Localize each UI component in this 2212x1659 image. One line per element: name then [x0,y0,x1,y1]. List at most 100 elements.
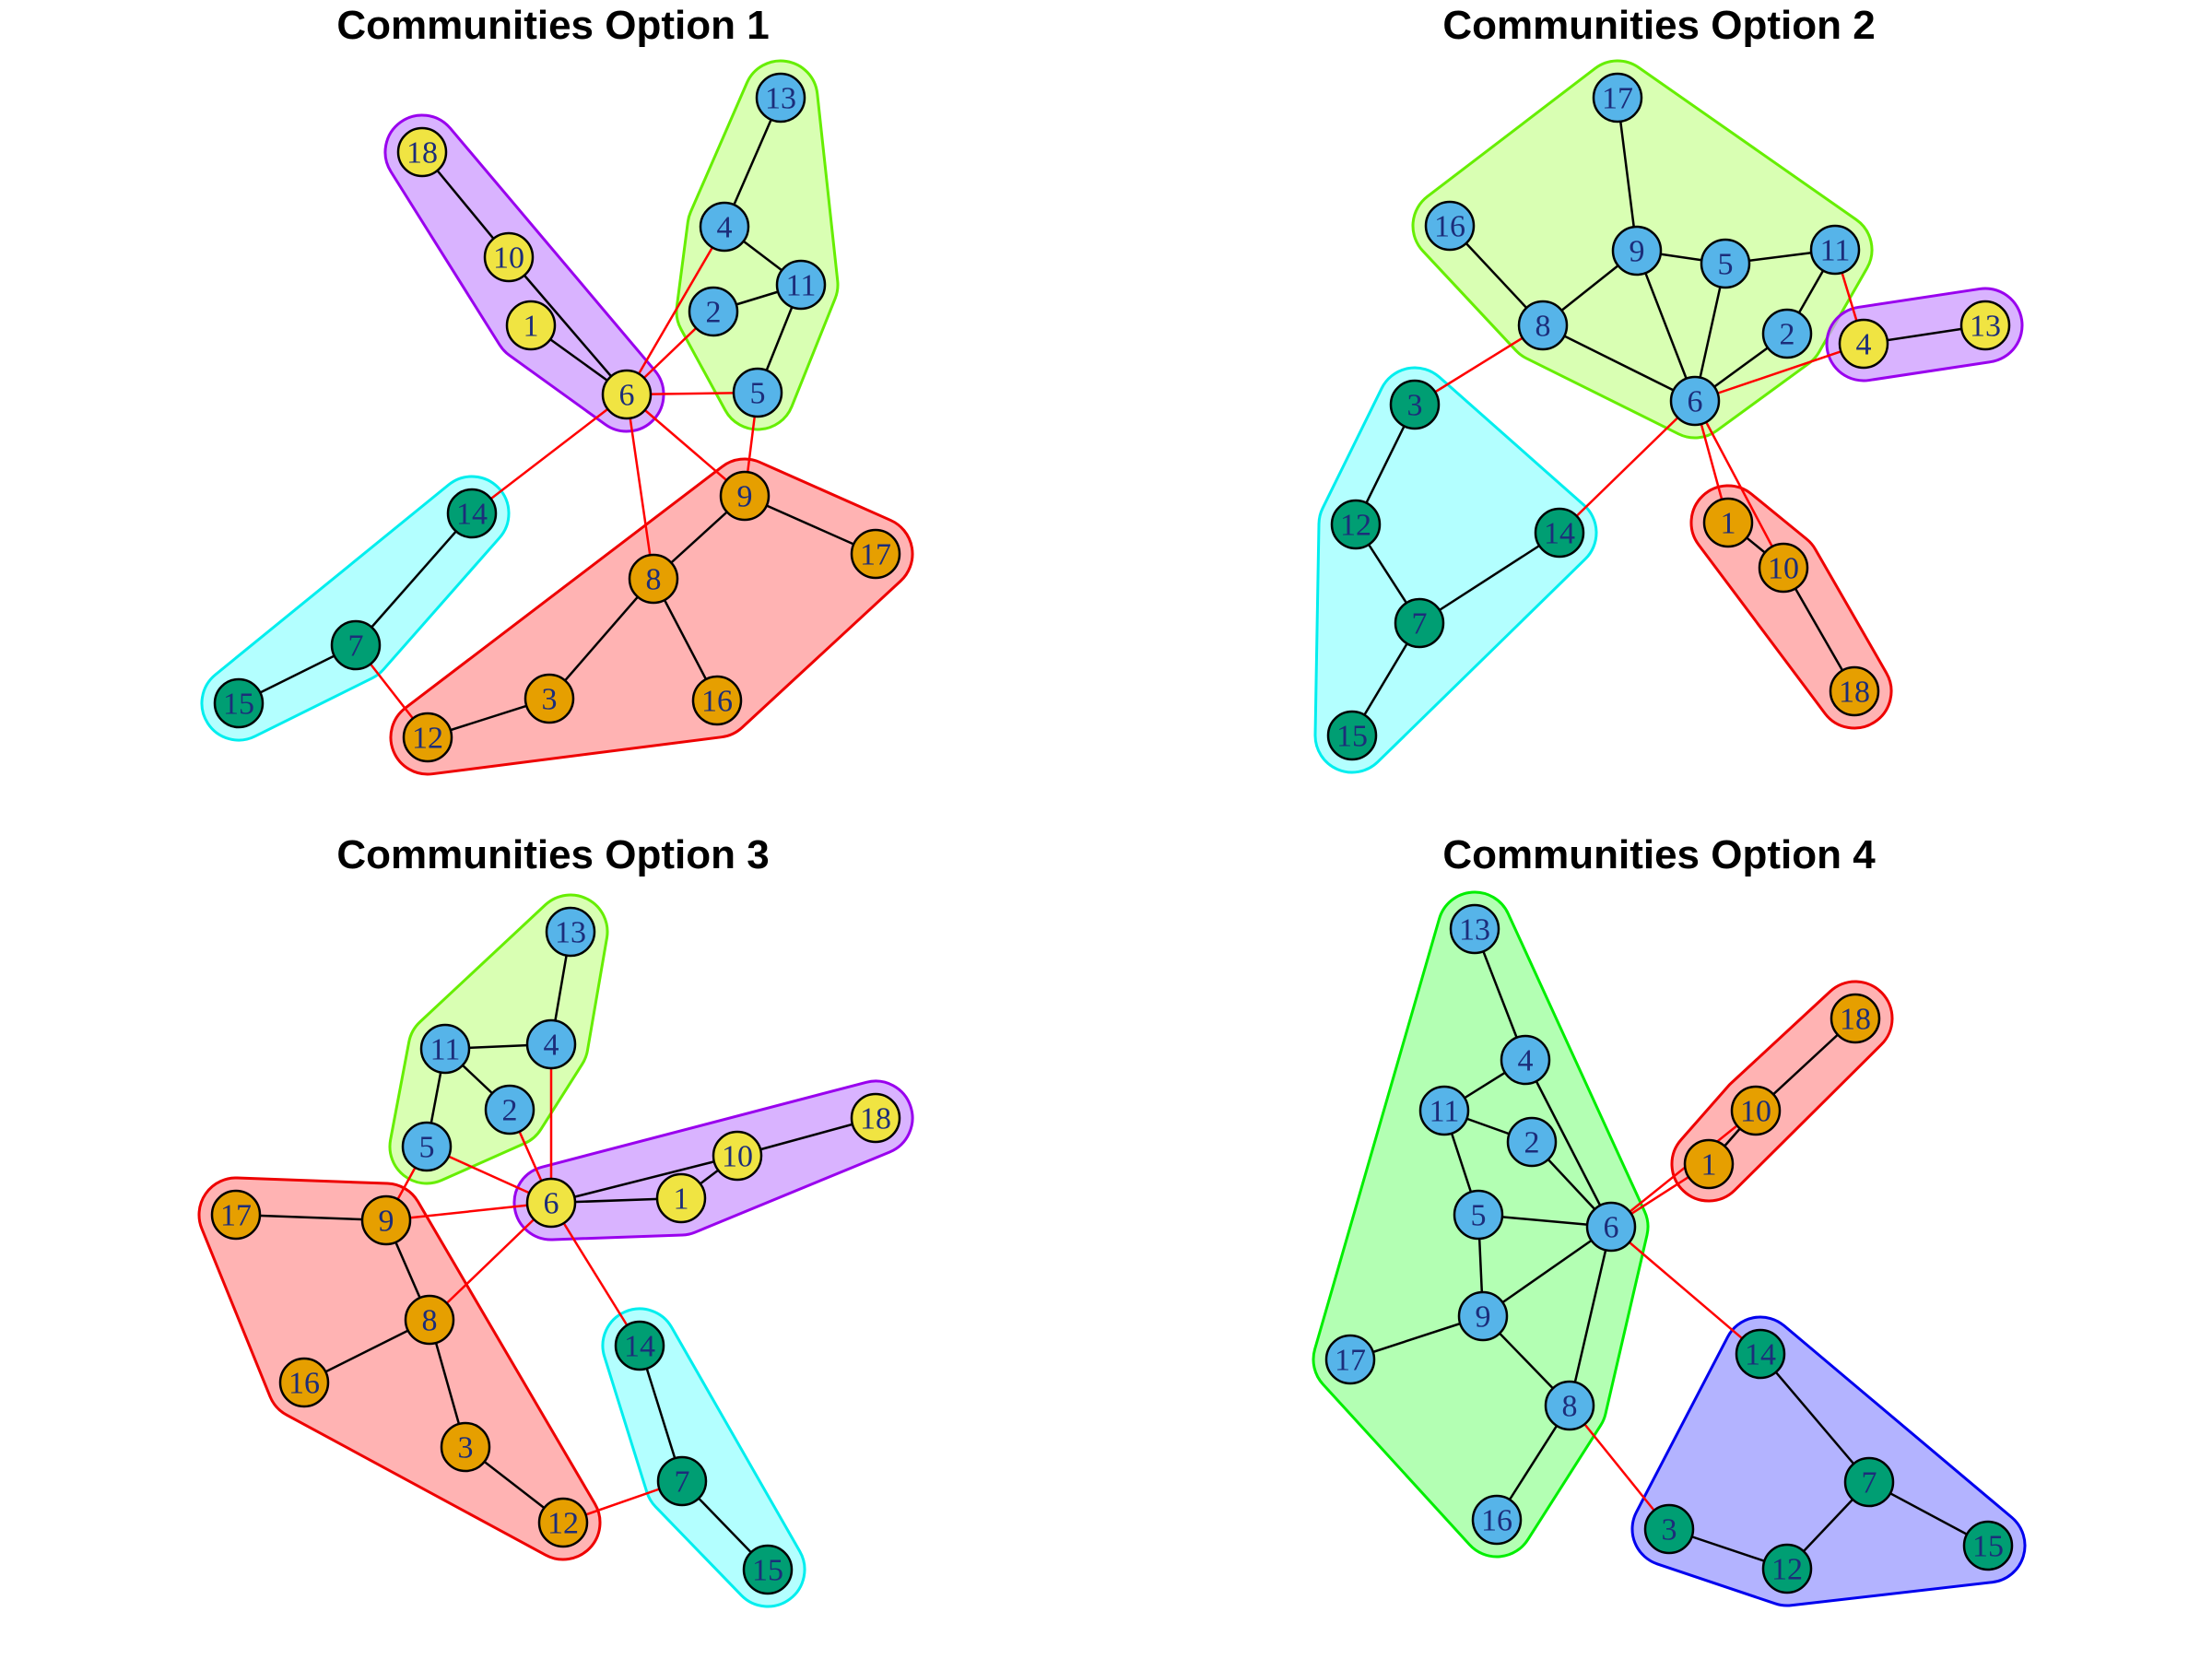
node-circle [404,1294,455,1346]
node-6: 6 [1669,375,1721,427]
node-1: 1 [655,1172,707,1224]
community-hull-4 [601,1307,806,1608]
node-18: 18 [1830,993,1881,1044]
node-label: 4 [717,211,733,245]
node-3: 3 [1389,379,1441,430]
inter-community-edge-6-14 [1610,1226,1761,1355]
node-10: 10 [483,231,535,283]
node-label: 13 [1459,913,1490,947]
node-9: 9 [1457,1290,1509,1342]
node-6: 6 [601,369,653,420]
node-label: 2 [502,1094,518,1128]
node-18: 18 [1829,665,1880,717]
edge-17-9 [1616,97,1639,252]
node-10: 10 [1758,542,1809,594]
node-circle [850,1092,901,1144]
node-15: 15 [742,1544,794,1595]
edge-10-6 [508,256,628,395]
node-16: 16 [691,675,743,726]
node-circle [614,1320,665,1371]
inter-community-edge-6-14 [471,394,628,514]
node-label: 15 [223,688,254,722]
node-5: 5 [1453,1189,1504,1241]
node-circle [655,1172,707,1224]
node-circle [1959,300,2011,351]
node-label: 1 [1721,507,1736,541]
node-12: 12 [1330,499,1382,550]
node-circle [1326,710,1378,761]
node-circle [360,1194,412,1246]
node-circle [330,619,382,671]
inter-community-edge-8-3 [1569,1405,1670,1530]
node-12: 12 [402,712,453,763]
node-label: 8 [1562,1390,1578,1424]
node-17: 17 [850,528,901,580]
node-4: 4 [699,201,750,253]
node-label: 9 [379,1205,394,1239]
node-circle [1449,903,1500,955]
node-circle [742,1544,794,1595]
node-circle [1517,300,1569,351]
node-circle [1761,1543,1813,1594]
node-label: 1 [674,1182,689,1217]
node-circle [505,300,557,351]
node-label: 4 [1518,1044,1534,1078]
node-11: 11 [1809,224,1861,276]
node-10: 10 [1730,1085,1782,1136]
node-circle [1758,542,1809,594]
node-8: 8 [628,553,679,605]
node-circle [1829,665,1880,717]
inter-community-edge-6-14 [1559,400,1696,534]
inter-community-edge-6-8 [625,394,655,580]
node-6: 6 [1585,1201,1637,1253]
node-14: 14 [614,1320,665,1371]
node-3: 3 [524,673,575,724]
node-18: 18 [396,126,448,178]
node-label: 7 [1412,607,1428,641]
node-2: 2 [484,1084,535,1135]
node-label: 5 [419,1131,435,1165]
inter-community-edge-6-4 [1694,342,1865,403]
edge-4-6 [1524,1059,1613,1228]
node-10: 10 [712,1130,763,1182]
node-label: 17 [1335,1344,1366,1378]
edge-8-6 [1542,324,1696,403]
node-17: 17 [1592,72,1643,124]
node-2: 2 [1761,308,1813,359]
node-13: 13 [1449,903,1500,955]
node-circle [1585,1201,1637,1253]
community-hull-3 [197,1176,602,1561]
node-6: 6 [525,1177,577,1229]
node-circle [719,470,771,522]
community-hulls [200,59,914,776]
node-label: 6 [619,379,635,413]
node-label: 3 [458,1431,474,1465]
edge-6-8 [1568,1226,1613,1406]
node-label: 9 [1476,1300,1491,1335]
community-hull-2 [675,59,840,431]
node-12: 12 [1761,1543,1813,1594]
node-label: 16 [701,685,733,719]
node-label: 14 [624,1330,655,1364]
node-circle [1809,224,1861,276]
node-14: 14 [1534,507,1585,559]
node-circle [525,1018,577,1070]
node-circle [446,488,498,539]
node-circle [537,1497,589,1548]
node-circle [1544,1380,1595,1431]
community-hull-3 [1313,366,1598,774]
node-circle [1592,72,1643,124]
node-label: 7 [1862,1466,1877,1500]
node-4: 4 [525,1018,577,1070]
node-label: 10 [722,1140,753,1174]
panel-title: Communities Option 4 [1442,832,1876,877]
node-circle [483,231,535,283]
community-hull-3 [1630,1315,2027,1607]
node-1: 1 [1702,497,1754,548]
node-circle [775,259,827,311]
node-label: 12 [412,722,443,756]
inter-community-edge-8-6 [429,1202,552,1321]
